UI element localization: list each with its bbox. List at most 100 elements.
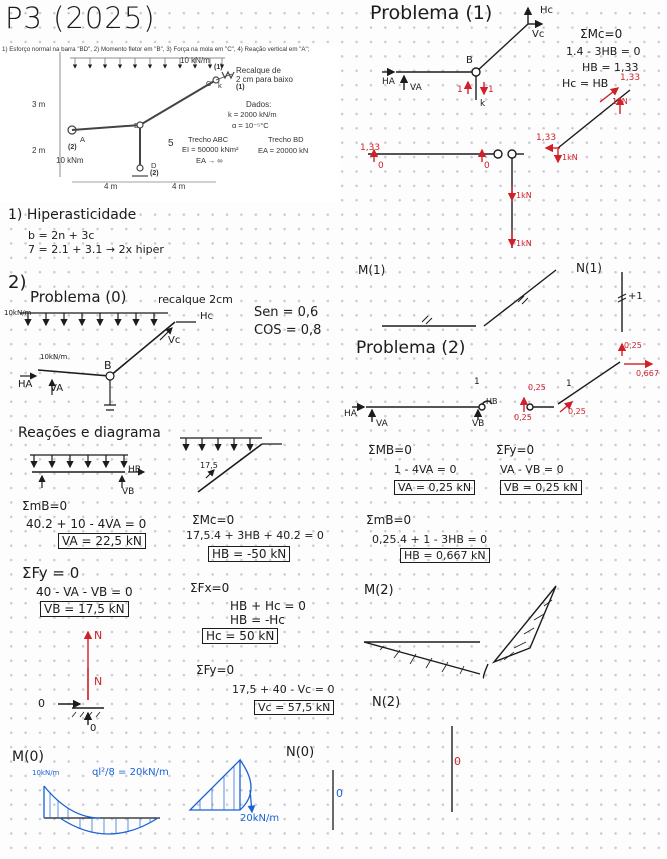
moment-label: 10 kNm	[56, 156, 84, 165]
recalque-note: recalque 2cm	[158, 293, 233, 306]
hyper-title: 1) Hiperasticidade	[8, 207, 137, 223]
sum-mb: ΣmB=0	[22, 499, 68, 513]
zero-bottom: 0	[90, 723, 97, 734]
support-a-label: (2)	[68, 144, 77, 151]
support-c-label: (1)	[214, 64, 223, 71]
vb-label: VB	[122, 487, 135, 497]
p2-result-vb: VB = 0,25 kN	[500, 480, 582, 495]
bar-label: 5	[168, 138, 174, 149]
equation-fx: HB + Hc = 0	[230, 599, 306, 613]
p1-1kn-bottom: 1kN	[516, 239, 532, 248]
p1-hc-eq: Hc = HB	[562, 77, 609, 90]
hb-label: HB	[128, 465, 141, 475]
dim-w2: 4 m	[172, 182, 186, 191]
dim-h1: 3 m	[32, 100, 46, 109]
data-k: k = 2000 kN/m	[228, 110, 277, 119]
p2-025-b: 0,25	[568, 407, 586, 416]
load-left: 10kN/m	[4, 309, 32, 317]
m2-title: M(2)	[364, 583, 394, 598]
p1-133-mid: 1,33	[536, 133, 557, 143]
reaction-beam	[30, 454, 146, 488]
page-title: P3 (2025)	[5, 1, 156, 35]
load-mid: 10kN/m	[40, 353, 68, 361]
p1-ha: HA	[382, 77, 395, 87]
p1-1kn-top: 1kN	[612, 97, 628, 106]
ha-label: HA	[18, 379, 33, 390]
free-body-node	[58, 630, 104, 725]
equation-fy: 40 - VA - VB = 0	[36, 585, 133, 599]
sen-value: Sen = 0,6	[254, 305, 319, 320]
sum-mc: ΣMc=0	[192, 513, 235, 527]
p2-sum-fy: ΣFy=0	[496, 443, 535, 457]
printed-structure	[59, 52, 235, 183]
node-k: k	[218, 81, 222, 90]
m1-title: M(1)	[358, 263, 386, 277]
abc-title: Trecho ABC	[188, 135, 229, 144]
p1-va: VA	[410, 83, 422, 93]
hyper-line1: b = 2n + 3c	[28, 229, 95, 242]
result-vb: VB = 17,5 kN	[40, 601, 129, 617]
zero-left: 0	[38, 697, 45, 710]
n1-title: N(1)	[576, 261, 602, 275]
node-a: A	[80, 135, 86, 144]
n2-value: 0	[454, 755, 461, 768]
equation-mb: 40.2 + 10 - 4VA = 0	[26, 517, 147, 531]
p1-equation: 1.4 - 3HB = 0	[566, 45, 641, 58]
p2-025-c: 0,25	[624, 341, 642, 350]
n2-title: N(2)	[372, 695, 401, 710]
p2-ha: HA	[344, 409, 357, 419]
p2-one-c: 1	[474, 377, 480, 387]
hyper-line2: 7 = 2.1 + 3.1 → 2x hiper	[28, 243, 164, 256]
statement-question: 1) Esforço normal na barra "BD", 2) Mome…	[2, 46, 310, 53]
normal-force-mid: N	[94, 675, 103, 688]
p1-vc: Vc	[532, 29, 545, 40]
p1-one-b: 1	[488, 85, 494, 95]
reactions-title: Reações e diagrama	[18, 425, 161, 441]
n0-value: 0	[336, 787, 343, 800]
m0-incline-value: 20kN/m	[240, 813, 280, 824]
bd-title: Trecho BD	[268, 135, 304, 144]
equation-hb-hc: HB = -Hc	[230, 613, 285, 627]
p2-equation-fy: VA - VB = 0	[500, 463, 564, 476]
item-2-label: 2)	[8, 272, 27, 293]
p1-zero-b: 0	[484, 161, 490, 171]
m0-diagram	[43, 758, 334, 835]
p2-equation-mb: 1 - 4VA = 0	[394, 463, 457, 476]
settlement-label: Recalque de 2 cm para baixo	[236, 66, 293, 85]
p1-133-left: 1,33	[360, 143, 381, 153]
result-hc: Hc = 50 kN	[202, 628, 279, 644]
data-alpha: α = 10⁻⁵°C	[232, 121, 269, 130]
p1-1kn-mid: 1kN	[562, 153, 578, 162]
p1-k: k	[480, 99, 486, 109]
printed-load-arrows	[70, 57, 225, 69]
result-vc: Vc = 57,5 kN	[254, 700, 335, 715]
problem0-title: Problema (0)	[30, 288, 127, 306]
problem2-structure	[352, 342, 654, 812]
p1-133-top: 1,33	[620, 73, 641, 83]
sum-fy2: ΣFy=0	[196, 663, 235, 677]
p1-hc: Hc	[540, 5, 554, 16]
spring-label: (1)	[236, 84, 245, 91]
problem1-structure	[368, 6, 631, 332]
p1-zero-a: 0	[378, 161, 384, 171]
p2-vb: VB	[472, 419, 485, 429]
reaction-incline	[180, 437, 282, 493]
result-va: VA = 22,5 kN	[58, 533, 146, 549]
support-d-label: (2)	[150, 170, 159, 177]
abc-ei: EI = 50000 kNm²	[182, 145, 239, 154]
sum-fy: ΣFy = 0	[22, 564, 80, 582]
abc-ea: EA → ∞	[196, 156, 223, 165]
p2-sum-mb: ΣMB=0	[368, 443, 412, 457]
p2-hb: HB	[486, 397, 498, 406]
p2-equation-mb2: 0,25.4 + 1 - 3HB = 0	[372, 533, 488, 546]
n1-value: +1	[628, 291, 643, 302]
normal-force-top: N	[94, 629, 103, 642]
p1-sum-mc: ΣMc=0	[580, 27, 623, 41]
m0-max-moment: ql²/8 = 20kN/m	[92, 767, 169, 778]
p2-sum-mb2: ΣmB=0	[366, 513, 412, 527]
dim-w1: 4 m	[104, 182, 118, 191]
vc-label: Vc	[168, 335, 181, 346]
n0-title: N(0)	[286, 745, 315, 760]
p2-result-va: VA = 0,25 kN	[394, 480, 476, 495]
